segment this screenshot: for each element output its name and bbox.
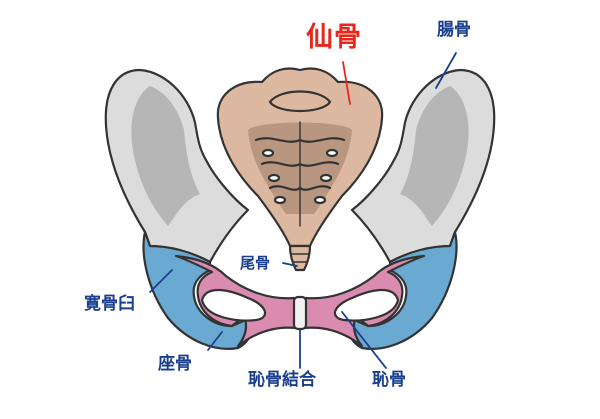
acetabulum-leader-line	[149, 269, 173, 293]
acetabulum-label: 寛骨臼	[84, 294, 135, 314]
ischium-label: 座骨	[158, 354, 192, 374]
sacrum-label: 仙骨	[306, 22, 362, 53]
right-obturator-foramen	[334, 288, 400, 322]
ischium-leader-line	[207, 331, 223, 351]
sacral-foramen	[313, 195, 327, 205]
ilium-leader-line	[435, 52, 457, 89]
pubis-leader-line	[341, 311, 387, 369]
coccyx-label: 尾骨	[240, 254, 271, 272]
sacral-foramen	[261, 148, 275, 158]
pubis-label: 恥骨	[372, 370, 406, 390]
coccyx	[288, 244, 312, 272]
coccyx-leader-line	[282, 262, 298, 267]
sacral-foramen	[267, 173, 281, 183]
sacral-foramen	[319, 173, 333, 183]
left-ilium-shade	[131, 86, 200, 226]
sacrum-leader-line	[342, 61, 351, 105]
sacral-foramen	[273, 195, 287, 205]
sacral-foramen	[325, 148, 339, 158]
ilium-label: 腸骨	[437, 20, 471, 40]
right-ilium-shade	[400, 86, 469, 226]
pubic-symphysis-label: 恥骨結合	[248, 370, 316, 390]
pubic-symphysis	[292, 295, 308, 331]
left-obturator-foramen	[200, 288, 266, 322]
sacral-promontory	[268, 90, 332, 112]
